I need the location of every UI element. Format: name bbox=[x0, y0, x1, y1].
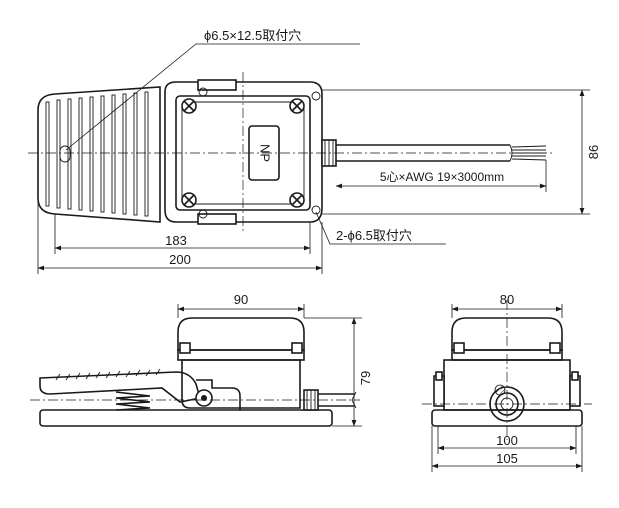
dim-105: 105 bbox=[496, 451, 518, 466]
slot-hole bbox=[59, 145, 71, 163]
screw-group bbox=[181, 98, 305, 208]
housing-outline bbox=[164, 81, 323, 223]
dim-200: 200 bbox=[169, 252, 191, 267]
label-slot-hole: ϕ6.5×12.5取付穴 bbox=[204, 28, 301, 43]
side-body bbox=[181, 359, 301, 409]
dim-86: 86 bbox=[586, 145, 601, 159]
pedal-ribs bbox=[45, 91, 149, 217]
side-housing bbox=[177, 317, 305, 351]
hinge-bottom bbox=[197, 213, 237, 225]
cable bbox=[336, 144, 510, 162]
pedal-outline bbox=[37, 86, 161, 223]
dim-90: 90 bbox=[234, 292, 248, 307]
hinge-screw-top bbox=[198, 87, 208, 97]
top-view: NP 86 5心×AWG 19×3000mm ϕ6.5×12.5取付穴 2-ϕ6… bbox=[28, 28, 601, 274]
label-round-hole: 2-ϕ6.5取付穴 bbox=[336, 228, 412, 243]
front-housing-top bbox=[451, 317, 563, 351]
side-spring bbox=[115, 391, 151, 411]
side-pedal bbox=[39, 371, 202, 403]
mount-hole-bottom bbox=[311, 205, 321, 215]
hinge-top bbox=[197, 79, 237, 91]
dim-100: 100 bbox=[496, 433, 518, 448]
dim-79: 79 bbox=[358, 371, 373, 385]
mount-hole-top bbox=[311, 91, 321, 101]
side-base bbox=[39, 409, 333, 427]
dim-183: 183 bbox=[165, 233, 187, 248]
front-view: 80 100 105 bbox=[422, 292, 592, 472]
side-view: 90 79 bbox=[30, 292, 373, 427]
dim-80: 80 bbox=[500, 292, 514, 307]
hinge-screw-bottom bbox=[198, 209, 208, 219]
cable-spec: 5心×AWG 19×3000mm bbox=[380, 170, 504, 184]
